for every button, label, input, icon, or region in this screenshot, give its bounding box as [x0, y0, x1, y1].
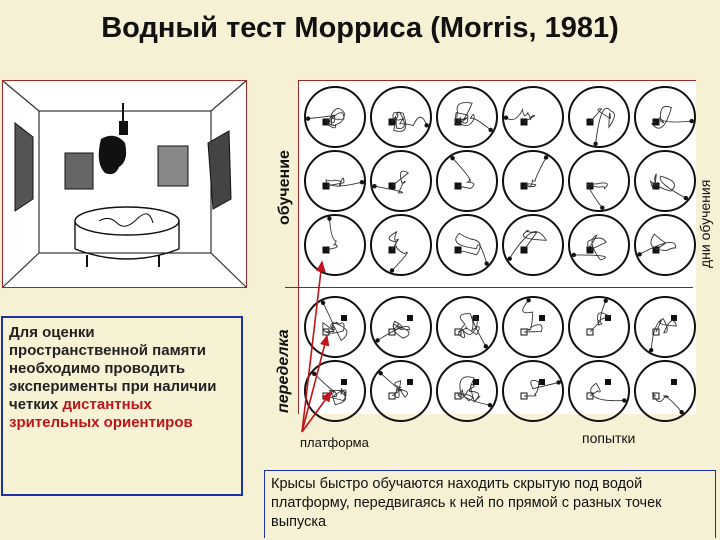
trial-grid-drawing [304, 86, 696, 422]
trial-circle [370, 296, 432, 358]
trial-circle [370, 86, 432, 148]
trial-circle [634, 360, 696, 422]
maze-room-illustration [2, 80, 247, 288]
trial-circle [304, 150, 366, 212]
trial-circle [634, 214, 696, 276]
training-separator [285, 287, 693, 288]
trial-circle [568, 360, 630, 422]
trial-circle [634, 296, 696, 358]
trial-circle [568, 214, 630, 276]
trial-circle [502, 86, 564, 148]
trial-circle [304, 214, 366, 276]
platform-label: платформа [300, 435, 369, 450]
trial-circle [436, 296, 498, 358]
caption-box: Крысы быстро обучаются находить скрытую … [264, 470, 716, 538]
trial-circle [436, 86, 498, 148]
trial-circle [370, 214, 432, 276]
trial-circle [436, 214, 498, 276]
trial-circle [568, 296, 630, 358]
trial-circle [304, 360, 366, 422]
trial-circle [304, 296, 366, 358]
room-drawing [2, 80, 247, 288]
training-days-label: дни обучения [697, 179, 713, 268]
trials-label: попытки [582, 430, 636, 446]
trial-circle [502, 360, 564, 422]
info-box-highlight: дистантных зрительных ориентиров [9, 396, 193, 431]
trial-circle [502, 296, 564, 358]
trial-circle [502, 150, 564, 212]
trial-circle [304, 86, 366, 148]
trial-circle [370, 150, 432, 212]
trial-circle [634, 150, 696, 212]
trial-circle [436, 360, 498, 422]
page-title: Водный тест Морриса (Morris, 1981) [101, 12, 619, 44]
trial-circle [634, 86, 696, 148]
info-box-text: Для оценки пространственной памяти необх… [9, 324, 217, 413]
training-label: обучение [276, 150, 293, 225]
trial-circle [502, 214, 564, 276]
trial-circle [436, 150, 498, 212]
trial-grid [298, 80, 696, 422]
trial-circle [370, 360, 432, 422]
info-box: Для оценки пространственной памяти необх… [1, 316, 243, 496]
trial-circle [568, 86, 630, 148]
trial-circle [568, 150, 630, 212]
rearrangement-label: переделка [275, 329, 292, 413]
